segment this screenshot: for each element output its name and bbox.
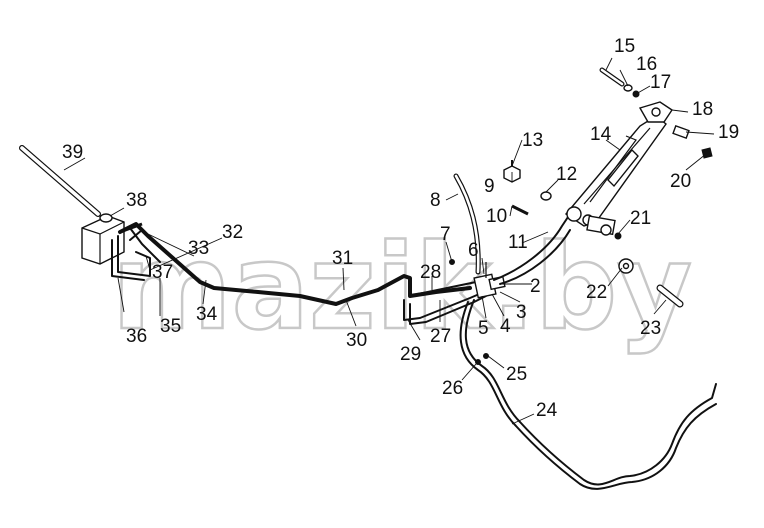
callout-23: 23	[640, 318, 661, 339]
callout-11: 11	[508, 232, 528, 253]
callout-27: 27	[430, 326, 451, 347]
callout-35: 35	[160, 316, 181, 337]
callout-31: 31	[332, 248, 353, 269]
brake-line-24	[459, 299, 717, 490]
callout-19: 19	[718, 122, 739, 143]
callout-26: 26	[442, 378, 463, 399]
callout-36: 36	[126, 326, 147, 347]
callout-22: 22	[586, 282, 607, 303]
reservoir-box-38	[81, 213, 125, 265]
hardware-15-20	[599, 67, 713, 159]
callout-38: 38	[126, 190, 147, 211]
line-10-11	[493, 207, 575, 285]
brake-line-main	[118, 222, 472, 306]
fasteners-9-13	[503, 160, 552, 216]
callout-9: 9	[484, 176, 495, 197]
callout-28: 28	[420, 262, 441, 283]
callout-30: 30	[346, 330, 367, 351]
callout-18: 18	[692, 99, 713, 120]
callout-13: 13	[522, 130, 543, 151]
master-cylinder-assembly-14	[564, 101, 673, 236]
pin-21-23	[614, 232, 684, 308]
flex-hose-8	[453, 173, 481, 275]
callout-5: 5	[478, 318, 489, 339]
callout-14: 14	[590, 124, 612, 145]
callout-15: 15	[614, 36, 635, 57]
callout-37: 37	[152, 262, 173, 283]
callouts: 39 38 32 33 37 34 35 36 31 30 29 27 28 7…	[62, 36, 739, 421]
callout-33: 33	[188, 238, 209, 259]
callout-29: 29	[400, 344, 421, 365]
callout-34: 34	[196, 304, 218, 325]
leader-lines	[63, 57, 715, 425]
rod-39	[19, 145, 101, 217]
callout-25: 25	[506, 364, 527, 385]
callout-4: 4	[500, 316, 511, 337]
callout-12: 12	[556, 164, 577, 185]
callout-7: 7	[440, 224, 451, 245]
callout-39: 39	[62, 142, 83, 163]
callout-3: 3	[516, 302, 527, 323]
callout-6: 6	[468, 240, 479, 261]
callout-21: 21	[630, 208, 651, 229]
callout-2: 2	[530, 276, 541, 297]
callout-20: 20	[670, 171, 691, 192]
callout-32: 32	[222, 222, 243, 243]
callout-17: 17	[650, 72, 671, 93]
callout-10: 10	[486, 206, 507, 227]
callout-24: 24	[536, 400, 558, 421]
callout-8: 8	[430, 190, 441, 211]
callout-16: 16	[636, 54, 657, 75]
pipes-35-37	[111, 227, 161, 281]
